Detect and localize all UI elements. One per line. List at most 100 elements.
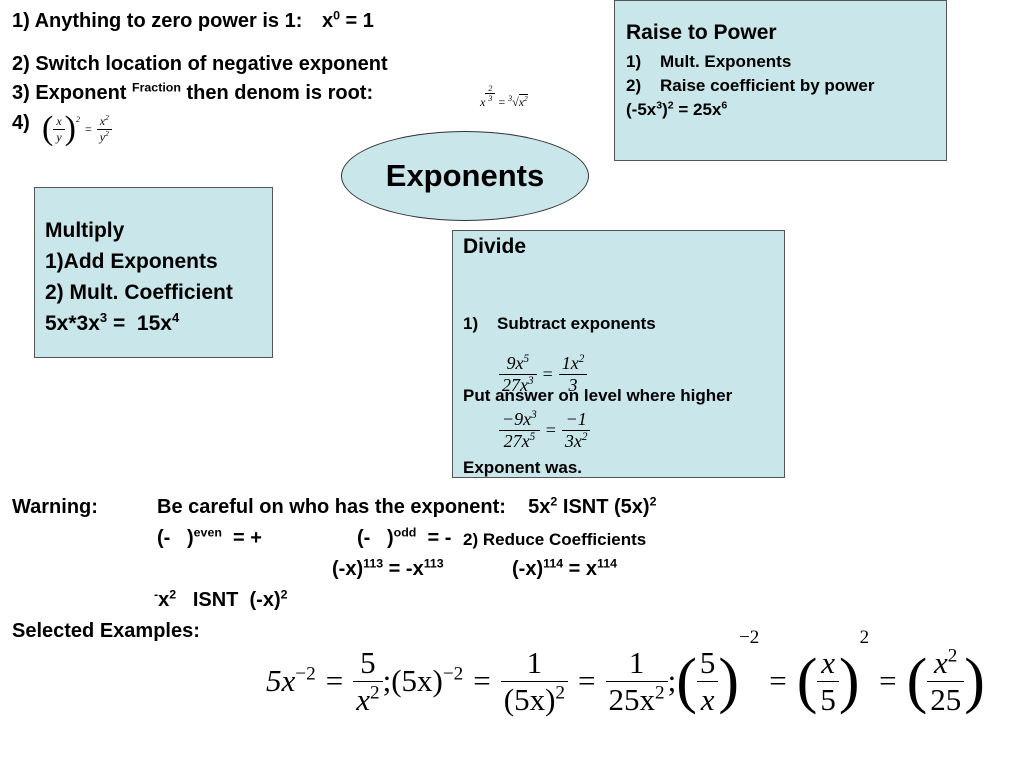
- ex-f3-den: 25x: [608, 681, 656, 717]
- raise-to-power-box: Raise to Power 1) Mult. Exponents 2) Rai…: [614, 0, 947, 161]
- raise-ex-sup2: 2: [667, 99, 674, 112]
- r4-eq: =: [84, 121, 92, 136]
- rule-3-sup: Fraction: [132, 80, 181, 95]
- warn3-d: = x: [563, 558, 598, 580]
- rule-1: 1) Anything to zero power is 1: x0 = 1: [12, 8, 374, 33]
- ex-f4-den: x: [700, 681, 715, 717]
- r4-rhs-den-exp: 2: [105, 128, 109, 138]
- multiply-content: Multiply 1)Add Exponents 2) Mult. Coeffi…: [45, 215, 233, 339]
- warn1-a: Be careful on who has the exponent: 5x: [157, 496, 551, 518]
- r3-base: x: [480, 95, 486, 109]
- rule-3-text-b: then denom is root:: [186, 82, 374, 104]
- ex-f1-den-exp: 2: [369, 682, 380, 704]
- warn2-a: (- ): [157, 527, 194, 549]
- eq1-lnum-exp: 5: [523, 353, 530, 365]
- eq1-rden: 3: [568, 375, 578, 395]
- eq1-lden-exp: 3: [528, 375, 534, 387]
- warn2-d: = -: [416, 527, 452, 549]
- warn4-pre: -: [154, 587, 159, 602]
- rule-3: 3) Exponent Fraction then denom is root:: [12, 80, 374, 105]
- warn2-sup2: odd: [393, 525, 417, 540]
- ex-f6-num: x: [934, 644, 948, 680]
- eq2-rden: 3x: [564, 431, 582, 451]
- eq2-sign: =: [545, 420, 556, 440]
- warn4-a: x: [158, 589, 170, 611]
- r4-den: y: [56, 129, 62, 144]
- r3-root-index: 3: [508, 94, 513, 103]
- warn2-b: = +: [221, 527, 262, 549]
- ex-eq-4: =: [769, 663, 787, 698]
- raise-ex-sup1: 3: [656, 99, 663, 112]
- r4-rhs-num-exp: 2: [105, 112, 109, 122]
- raise-ex-b: ): [662, 100, 668, 119]
- ex-eq-1: =: [325, 663, 344, 698]
- eq2-rnum: −1: [561, 409, 591, 431]
- ex-f2-den: (5x): [503, 681, 556, 717]
- ex-t2-exp: −2: [442, 663, 464, 685]
- mult-ex-sup2: 4: [171, 310, 180, 325]
- ex-f5-num: x: [817, 645, 839, 682]
- eq2-rden-exp: 2: [581, 431, 588, 443]
- eq1-sign: =: [542, 364, 553, 384]
- rule-2: 2) Switch location of negative exponent: [12, 53, 388, 75]
- ex-eq-3: =: [578, 663, 596, 698]
- ex-t2: (5x): [391, 663, 443, 698]
- raise-ex-a: (-5x: [626, 100, 657, 119]
- multiply-item-2: 2) Mult. Coefficient: [45, 281, 233, 304]
- multiply-box: Multiply 1)Add Exponents 2) Mult. Coeffi…: [34, 187, 273, 358]
- ex-f2-den-exp: 2: [555, 682, 566, 704]
- rule-1-exp: 0: [333, 8, 340, 23]
- mult-ex-a: 5x*3x: [45, 312, 100, 335]
- ex-f5-den: 5: [820, 681, 836, 717]
- eq2-lnum-exp: 3: [531, 409, 537, 421]
- ex-t1-exp: −2: [295, 663, 316, 685]
- raise-title: Raise to Power: [626, 21, 777, 44]
- warning-line-3a: (-x)113 = -x113: [332, 556, 444, 581]
- divide-line-3: Exponent was.: [463, 458, 583, 477]
- multiply-title: Multiply: [45, 219, 125, 242]
- warn3-sup2: 113: [423, 556, 444, 571]
- r3-radicand-exp: 2: [524, 94, 528, 103]
- divide-item-1: 1) Subtract exponents: [463, 314, 656, 333]
- r3-frac-den: 3: [488, 94, 493, 103]
- rule-4: 4): [12, 112, 30, 134]
- rule-3-text-a: 3) Exponent: [12, 82, 127, 104]
- examples-label: Selected Examples:: [12, 620, 200, 642]
- ex-f6-den: 25: [930, 681, 962, 717]
- center-title: Exponents: [385, 158, 545, 193]
- eq2-lden: 27x: [503, 431, 530, 451]
- multiply-example: 5x*3x3 = 15x4: [45, 308, 233, 339]
- warn3-a: (-x): [332, 558, 364, 580]
- r4-rhs-num: x: [99, 113, 106, 128]
- r3-frac-num: 2: [485, 84, 496, 94]
- r4-num: x: [53, 114, 65, 130]
- eq1-lden: 27x: [502, 375, 528, 395]
- multiply-item-1: 1)Add Exponents: [45, 250, 218, 273]
- ex-f1-num: 5: [353, 645, 383, 682]
- ex-t1: 5x: [266, 663, 296, 698]
- warn2-c: (- ): [357, 527, 394, 549]
- warn1-sup2: 2: [649, 494, 657, 509]
- warn3-sup1: 113: [363, 556, 384, 571]
- mult-ex-b: = 15x: [107, 312, 172, 335]
- r4-exp: 2: [75, 115, 80, 124]
- ex-semi-2: ;: [667, 663, 677, 698]
- warn3-c: (-x): [512, 558, 544, 580]
- rule-1-text: 1) Anything to zero power is 1:: [12, 10, 303, 32]
- raise-example: (-5x3)2 = 25x6: [626, 100, 727, 120]
- warning-line-2b: (- )odd = -: [357, 525, 452, 550]
- eq2-lden-exp: 5: [529, 431, 536, 443]
- warn4-sup1: 2: [169, 587, 177, 602]
- mult-ex-sup1: 3: [99, 310, 108, 325]
- warn3-b: = -x: [383, 558, 424, 580]
